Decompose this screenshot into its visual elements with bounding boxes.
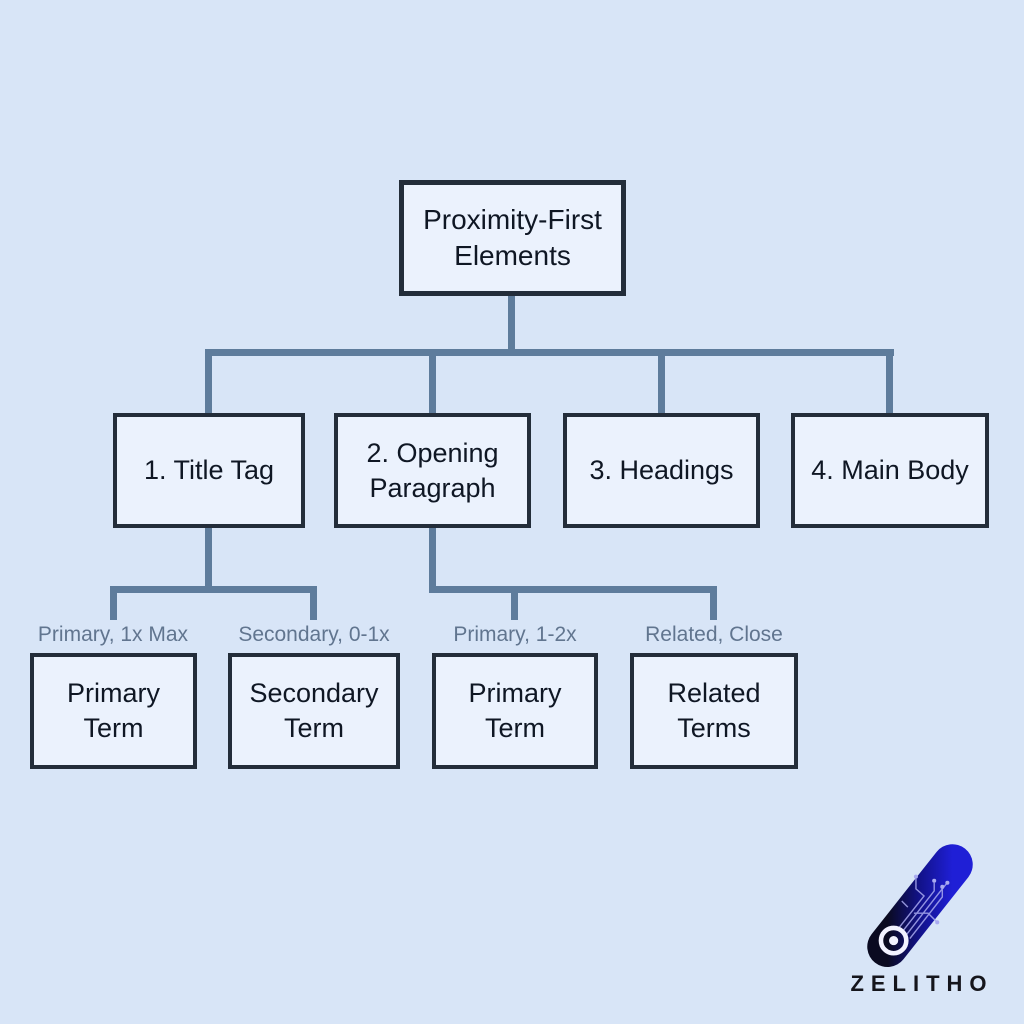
- zelitho-brand-lockup: ZELITHO: [845, 828, 995, 997]
- connector-line: [110, 589, 117, 620]
- node-opening-paragraph: 2. Opening Paragraph: [334, 413, 531, 528]
- node-label: 4. Main Body: [811, 455, 969, 486]
- edge-label-secondary-0-1x: Secondary, 0-1x: [238, 623, 390, 646]
- node-primary-term-paragraph: Primary Term: [432, 653, 598, 769]
- node-label: Primary Term: [67, 678, 160, 743]
- edge-label-related-close: Related, Close: [645, 623, 783, 646]
- node-main-body: 4. Main Body: [791, 413, 989, 528]
- zelitho-z-circuit-logo-icon: [867, 844, 973, 967]
- zelitho-wordmark: ZELITHO: [850, 971, 994, 996]
- connector-line: [310, 589, 317, 620]
- node-headings: 3. Headings: [563, 413, 760, 528]
- connector-line: [205, 528, 212, 590]
- node-proximity-first-elements: Proximity-First Elements: [399, 180, 626, 296]
- connector-line: [205, 352, 212, 413]
- edge-label-primary-1x-max: Primary, 1x Max: [37, 623, 189, 646]
- connector-line: [429, 352, 436, 413]
- connector-line: [429, 528, 436, 590]
- connector-line: [205, 349, 894, 356]
- node-label: 3. Headings: [589, 455, 734, 486]
- connector-line: [511, 589, 518, 620]
- connector-line: [710, 589, 717, 620]
- connector-line: [658, 352, 665, 413]
- node-label: Related Terms: [667, 678, 761, 743]
- connector-line: [508, 296, 515, 352]
- connector-line: [110, 586, 317, 593]
- node-related-terms: Related Terms: [630, 653, 798, 769]
- node-label: Secondary Term: [249, 678, 379, 743]
- connector-line: [429, 586, 717, 593]
- node-secondary-term: Secondary Term: [228, 653, 400, 769]
- node-label: 2. Opening Paragraph: [366, 437, 499, 503]
- edge-label-primary-1-2x: Primary, 1-2x: [453, 623, 577, 646]
- node-primary-term-title: Primary Term: [30, 653, 197, 769]
- node-title-tag: 1. Title Tag: [113, 413, 305, 528]
- node-label: Primary Term: [468, 678, 562, 743]
- node-label: 1. Title Tag: [143, 455, 275, 486]
- connector-line: [886, 352, 893, 413]
- node-label: Proximity-First Elements: [423, 204, 602, 271]
